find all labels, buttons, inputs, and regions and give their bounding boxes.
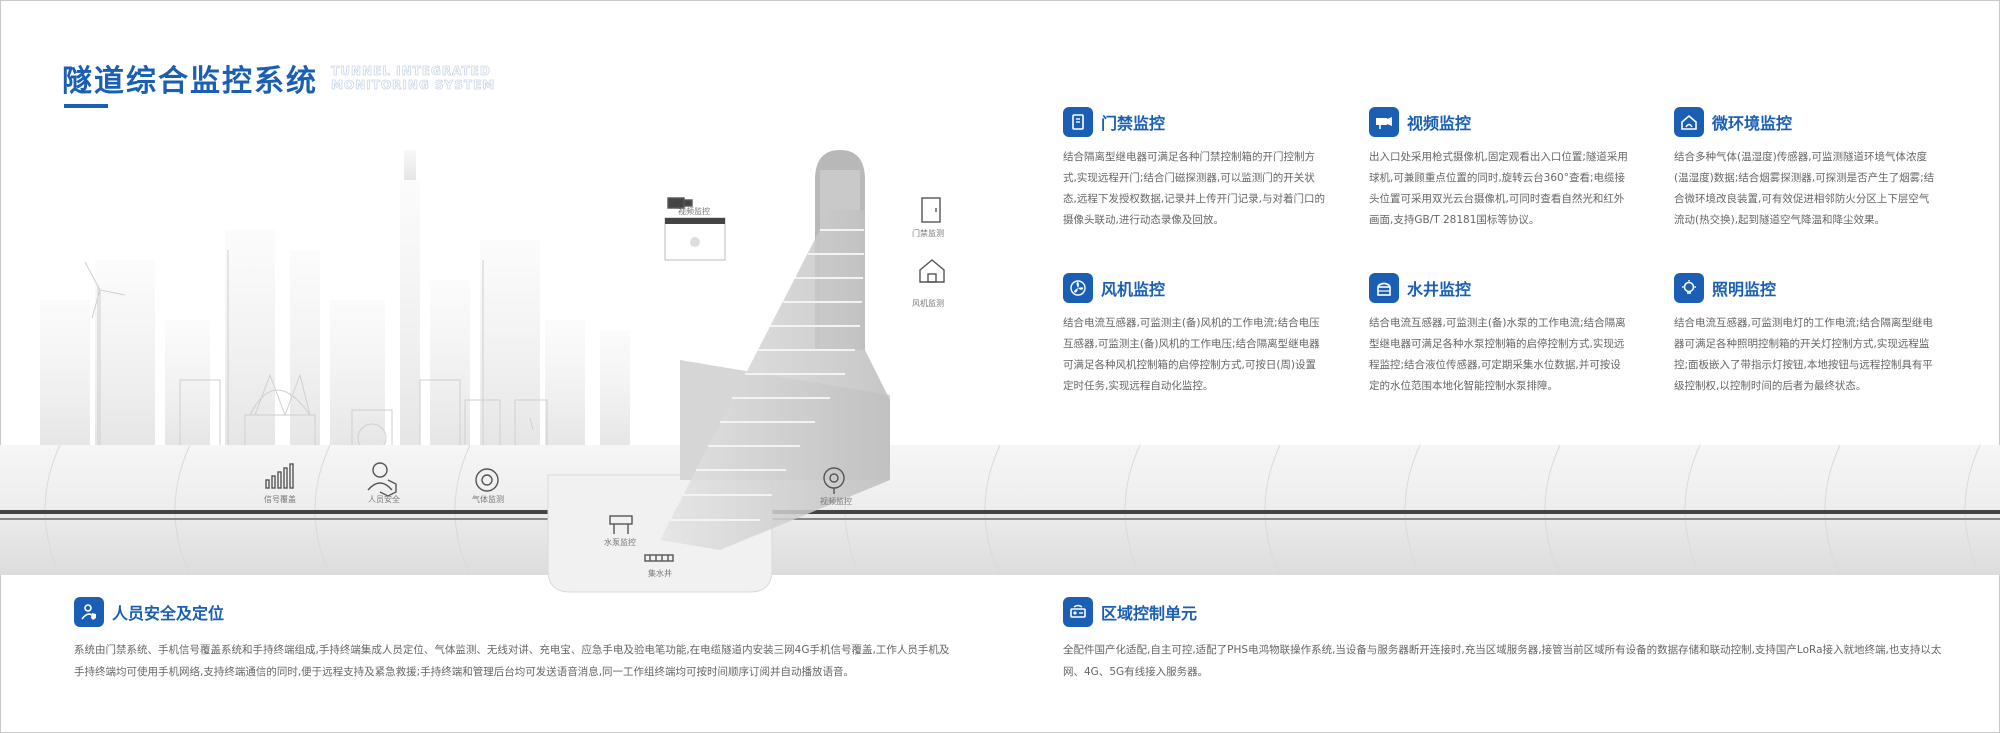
feature-door-access: 门禁监控 结合隔离型继电器可满足各种门禁控制箱的开门控制方式,实现远程开门;结合… xyxy=(1063,107,1325,231)
label-door: 门禁监测 xyxy=(912,229,944,238)
feature-video: 视频监控 出入口处采用枪式摄像机,固定观看出入口位置;隧道采用球机,可兼顾重点位… xyxy=(1369,107,1631,231)
door-access-icon xyxy=(1063,107,1093,137)
video-camera-icon xyxy=(1369,107,1399,137)
label-fan: 风机监测 xyxy=(912,299,944,308)
feature-lighting: 照明监控 结合电流互感器,可监测电灯的工作电流;结合隔离型继电器可满足各种照明控… xyxy=(1674,273,1936,397)
signal-icon xyxy=(265,463,294,489)
label-well: 集水井 xyxy=(648,569,672,578)
water-well-icon xyxy=(1369,273,1399,303)
page-title-block: 隧道综合监控系统 TUNNEL INTEGRATED MONITORING SY… xyxy=(62,56,495,100)
tunnel-cable-2 xyxy=(0,518,2000,520)
section-personnel-safety: 人员安全及定位 系统由门禁系统、手机信号覆盖系统和手持终端组成,手持终端集成人员… xyxy=(74,597,954,683)
video-camera-icon xyxy=(667,197,693,209)
pump-icon xyxy=(609,515,633,534)
label-gas: 气体监测 xyxy=(472,495,504,504)
feature-water-well: 水井监控 结合电流互感器,可监测主(备)水泵的工作电流;结合隔离型继电器可满足各… xyxy=(1369,273,1631,397)
label-camera: 视频监控 xyxy=(820,497,852,506)
page-title-en: TUNNEL INTEGRATED MONITORING SYSTEM xyxy=(331,64,496,93)
gas-icon xyxy=(475,468,499,492)
door-icon xyxy=(921,197,941,223)
fan-house-icon xyxy=(919,259,945,283)
label-video: 视频监控 xyxy=(678,207,710,216)
personnel-location-icon xyxy=(74,597,104,627)
label-signal: 信号覆盖 xyxy=(264,495,296,504)
feature-fan: 风机监控 结合电流互感器,可监测主(备)风机的工作电流;结合电压互感器,可监测主… xyxy=(1063,273,1325,397)
camera-icon xyxy=(823,467,845,494)
tunnel-scene xyxy=(0,140,2000,593)
regional-control-icon xyxy=(1063,597,1093,627)
label-personnel: 人员安全 xyxy=(368,495,400,504)
well-icon xyxy=(644,554,674,562)
personnel-icon xyxy=(367,462,397,497)
lighting-icon xyxy=(1674,273,1704,303)
city-skyline xyxy=(40,140,630,450)
title-underline xyxy=(64,104,108,108)
micro-environment-icon xyxy=(1674,107,1704,137)
fan-icon xyxy=(1063,273,1093,303)
feature-micro-environment: 微环境监控 结合多种气体(温湿度)传感器,可监测隧道环境气体浓度(温湿度)数据;… xyxy=(1674,107,1936,231)
tunnel-illustration: 视频监控 门禁监测 风机监测 信号覆盖 人员安全 气体监测 水泵监控 集水井 视… xyxy=(0,140,2000,600)
tunnel-cable xyxy=(0,510,2000,514)
label-pump: 水泵监控 xyxy=(604,538,636,547)
page-title: 隧道综合监控系统 xyxy=(62,64,318,99)
section-regional-control: 区域控制单元 全配件国产化适配,自主可控,适配了PHS电鸿物联操作系统,当设备与… xyxy=(1063,597,1943,683)
staircase xyxy=(660,150,890,550)
